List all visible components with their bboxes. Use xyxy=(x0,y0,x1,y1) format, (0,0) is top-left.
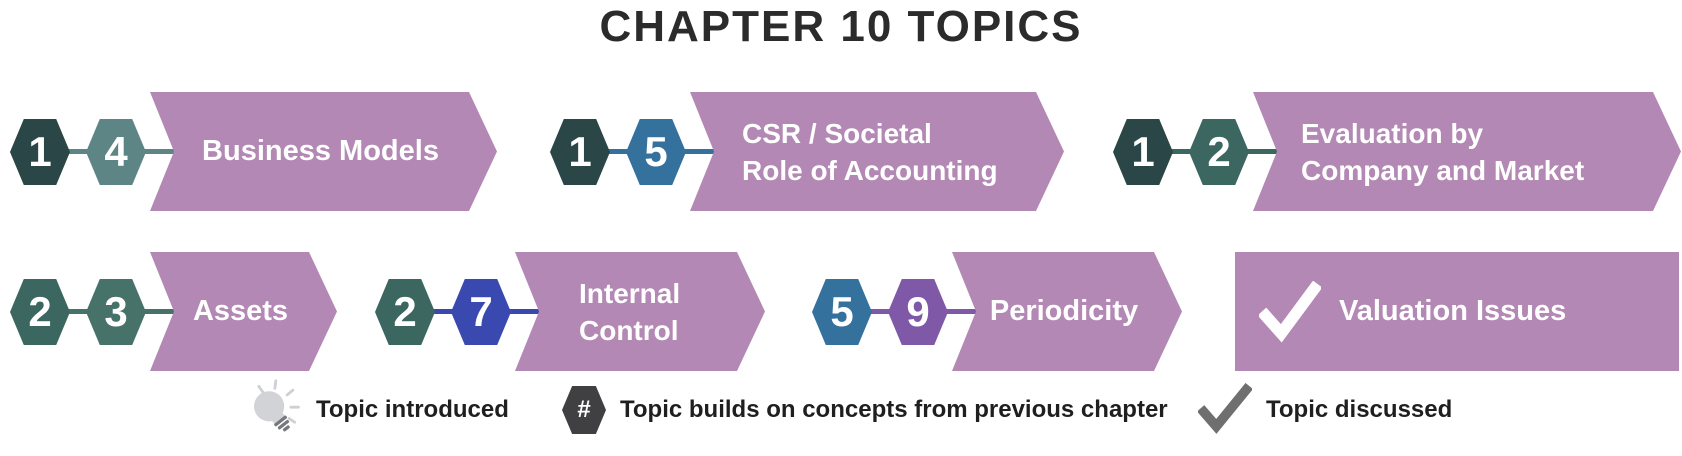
topic-valuation-issues: Valuation Issues xyxy=(1235,252,1679,371)
topic-label: Periodicity xyxy=(989,295,1139,327)
banner-connector xyxy=(940,309,990,314)
badge-connector xyxy=(425,309,457,314)
badge-connector xyxy=(60,149,92,154)
banner-connector xyxy=(1241,149,1291,154)
chapter-badge: 2 xyxy=(1189,119,1249,185)
lightbulb-icon xyxy=(254,379,300,432)
topic-business-models: 1 4 Business Models xyxy=(10,92,510,211)
chapter-number: 7 xyxy=(469,288,493,335)
topic-label: CSR / Societal Role of Accounting xyxy=(742,117,998,186)
legend-topic-introduced: Topic introduced xyxy=(240,374,509,446)
chapter-badge: 9 xyxy=(888,279,948,345)
topic-evaluation: 1 2 Evaluation by Company and Market xyxy=(1113,92,1682,211)
checkmark-icon xyxy=(1259,280,1321,343)
banner-connector xyxy=(138,149,188,154)
chapter-badge: 7 xyxy=(451,279,511,345)
banner-connector xyxy=(503,309,553,314)
legend-label: Topic builds on concepts from previous c… xyxy=(620,396,1168,423)
topic-assets: 2 3 Assets xyxy=(10,252,350,371)
topic-banner: Internal Control xyxy=(515,252,765,371)
chapter-number: 3 xyxy=(104,288,128,335)
chapter-number: 1 xyxy=(568,128,592,175)
chapter-number: 4 xyxy=(104,128,128,175)
topic-banner: Evaluation by Company and Market xyxy=(1253,92,1681,211)
chapter-badge: 2 xyxy=(375,279,435,345)
topic-label: Evaluation by Company and Market xyxy=(1301,117,1585,186)
chapter-number: 9 xyxy=(906,288,930,335)
hexagon-hash-icon: # xyxy=(562,386,606,434)
chapter-number: 1 xyxy=(1131,128,1155,175)
topic-banner-discussed: Valuation Issues xyxy=(1235,252,1679,371)
chapter-number: 5 xyxy=(644,128,668,175)
badge-connector xyxy=(862,309,894,314)
chapter-badge: 1 xyxy=(550,119,610,185)
topic-internal-control: 2 7 Internal Control xyxy=(375,252,770,371)
topic-banner: CSR / Societal Role of Accounting xyxy=(690,92,1064,211)
chapter-badge: 5 xyxy=(812,279,872,345)
topic-banner: Business Models xyxy=(150,92,497,211)
chapter-badge: 3 xyxy=(86,279,146,345)
topic-label: Internal Control xyxy=(579,277,681,346)
chapter-badge: 2 xyxy=(10,279,70,345)
badge-connector xyxy=(60,309,92,314)
chapter-badge: 1 xyxy=(10,119,70,185)
chapter-badge: 1 xyxy=(1113,119,1173,185)
topic-banner: Assets xyxy=(150,252,337,371)
page-title: CHAPTER 10 TOPICS xyxy=(599,2,1083,51)
chapter-number: 2 xyxy=(28,288,52,335)
topic-label: Assets xyxy=(192,295,289,327)
topic-banner: Periodicity xyxy=(952,252,1182,371)
topic-csr: 1 5 CSR / Societal Role of Accounting xyxy=(550,92,1070,211)
topic-label: Valuation Issues xyxy=(1339,295,1567,327)
badge-connector xyxy=(600,149,632,154)
legend-label: Topic discussed xyxy=(1266,396,1453,423)
chapter-number: 5 xyxy=(830,288,854,335)
banner-connector xyxy=(678,149,728,154)
legend-topic-builds: # Topic builds on concepts from previous… xyxy=(562,374,1168,446)
chapter-number: 1 xyxy=(28,128,52,175)
badge-connector xyxy=(1163,149,1195,154)
chapter-badge: 5 xyxy=(626,119,686,185)
banner-connector xyxy=(138,309,188,314)
chapter-number: 2 xyxy=(393,288,417,335)
legend-label: Topic introduced xyxy=(316,396,509,423)
topic-label: Business Models xyxy=(202,135,439,167)
legend-topic-discussed: Topic discussed xyxy=(1198,374,1452,446)
topic-periodicity: 5 9 Periodicity xyxy=(812,252,1187,371)
chapter-number: 2 xyxy=(1207,128,1231,175)
chapter-badge: 4 xyxy=(86,119,146,185)
checkmark-icon xyxy=(1198,383,1252,434)
